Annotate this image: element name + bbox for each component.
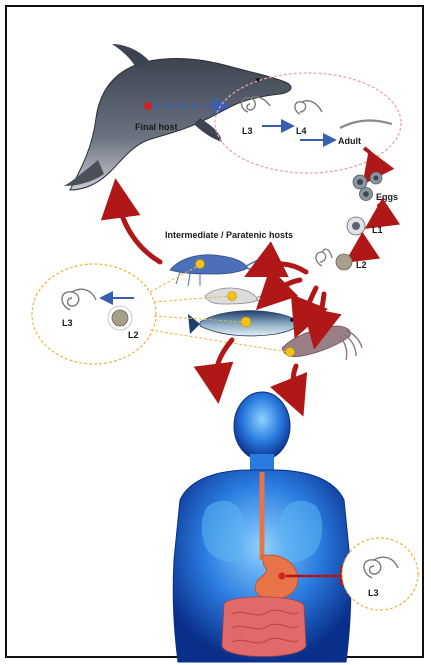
l2-label: L2 <box>356 260 367 270</box>
left-l2-larva-icon <box>112 310 128 326</box>
intermediate-hosts-label: Intermediate / Paratenic hosts <box>165 230 293 240</box>
stage-l3-label: L3 <box>242 126 253 136</box>
l2-larva-icon <box>316 249 352 270</box>
stage-l4-label: L4 <box>296 126 307 136</box>
stage-adult-label: Adult <box>338 136 361 146</box>
human-l3-label: L3 <box>368 588 379 598</box>
eggs-label: Eggs <box>376 192 398 202</box>
fish-host <box>188 311 302 336</box>
l1-egg-icon <box>347 217 365 235</box>
larva-location-marker <box>144 102 152 110</box>
left-l2-label: L2 <box>128 330 139 340</box>
l1-label: L1 <box>372 225 383 235</box>
left-l3-larva-icon <box>62 289 96 310</box>
host-connector-lines <box>150 266 288 352</box>
adult-worm-icon <box>340 121 392 128</box>
human-l3-circle <box>342 538 418 610</box>
paratenic-stages-circle <box>32 264 156 364</box>
left-l3-label: L3 <box>62 318 73 328</box>
human-host <box>173 392 351 662</box>
dolphin-final-host <box>64 44 291 190</box>
shrimp-host <box>205 288 270 304</box>
squid-host <box>282 326 362 360</box>
l4-larva-icon <box>295 101 322 114</box>
arrow-l1-to-l2 <box>358 238 364 254</box>
krill-host <box>170 255 262 286</box>
final-host-label: Final host <box>135 122 178 132</box>
arrow-eggs-to-l1 <box>378 204 383 220</box>
human-larva-marker <box>279 573 286 580</box>
